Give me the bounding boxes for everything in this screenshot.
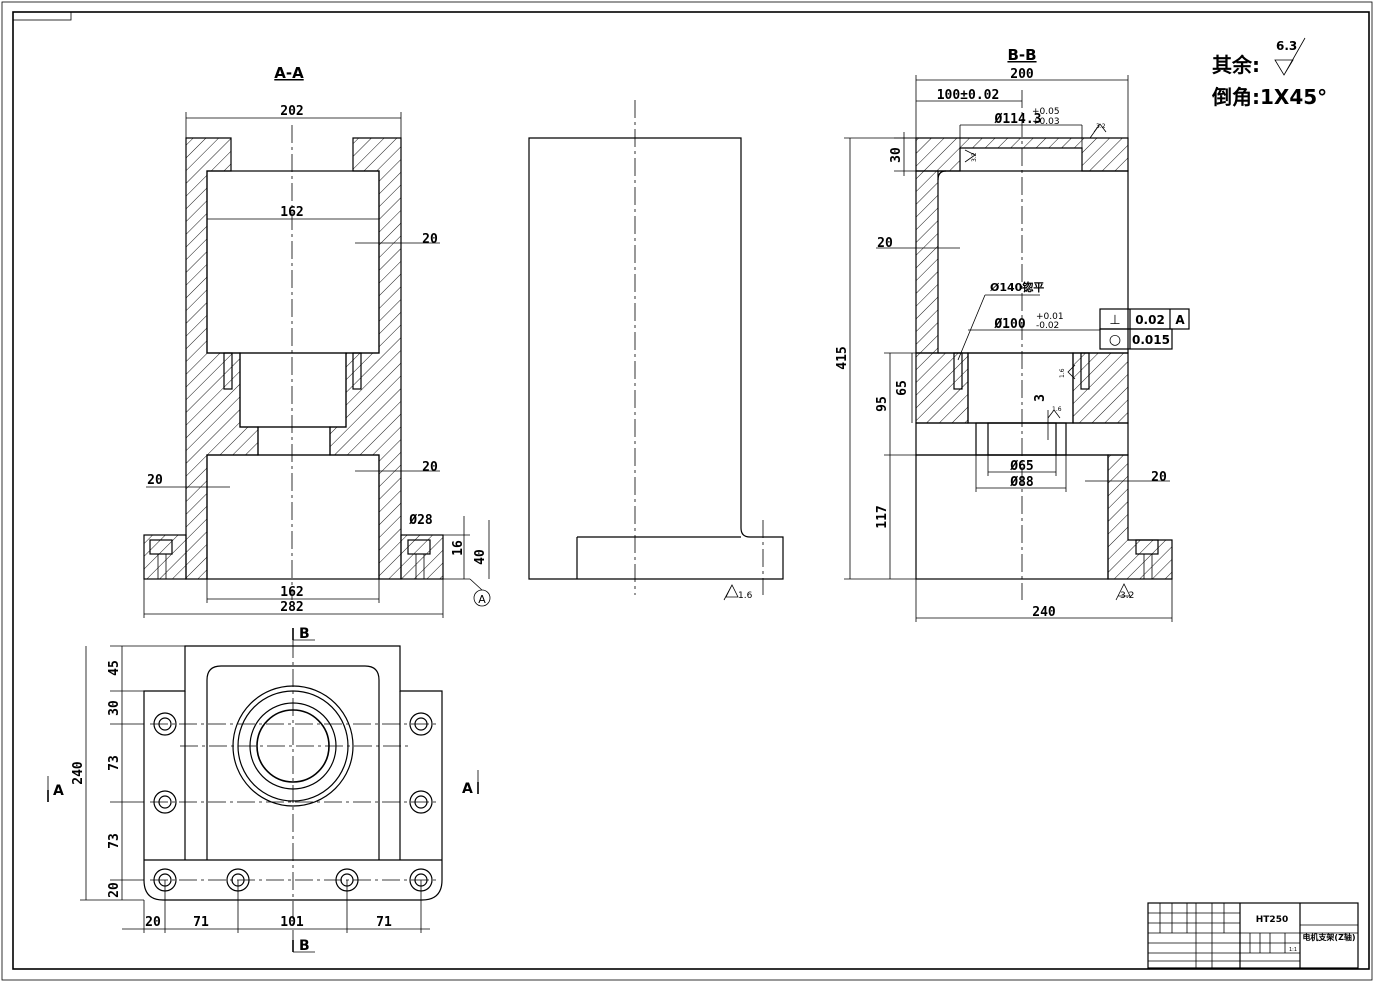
dim-117: 117 — [875, 505, 890, 528]
rest-label: 其余: — [1212, 53, 1260, 77]
gdt-value-1: 0.02 — [1135, 313, 1165, 327]
tol-114-lower: +0.03 — [1032, 117, 1060, 127]
dim-20-plan-h: 20 — [145, 915, 161, 930]
rough-bb-1: 3.2 — [1096, 123, 1106, 130]
section-bb-title: B-B — [1007, 46, 1036, 64]
mark-b-top: B — [299, 626, 310, 642]
dim-282: 282 — [280, 600, 303, 615]
rough-bb-4: 1.6 — [1052, 406, 1062, 413]
dim-162-top: 162 — [280, 205, 303, 220]
dim-71-a: 71 — [193, 915, 209, 930]
dim-240-plan: 240 — [71, 761, 86, 785]
dim-16: 16 — [451, 540, 466, 556]
dim-73-a: 73 — [107, 755, 122, 771]
rough-bb-5: 3.2 — [1120, 591, 1134, 601]
mark-a-right: A — [462, 781, 473, 797]
dim-240-bb: 240 — [1032, 605, 1056, 620]
title-block: HT250 电机支架(Z轴) 1:1 — [1147, 902, 1359, 969]
dim-100: 100±0.02 — [937, 88, 1000, 103]
dim-200: 200 — [1010, 67, 1034, 82]
dim-202: 202 — [280, 104, 303, 119]
dim-73-b: 73 — [107, 833, 122, 849]
dim-30-bb: 30 — [889, 147, 904, 163]
dim-415: 415 — [835, 346, 850, 369]
dim-20-left: 20 — [147, 473, 163, 488]
tol-100-upper: +0.01 — [1036, 312, 1064, 322]
notes: 其余: 6.3 倒角:1X45° — [1211, 37, 1327, 109]
dim-30-plan: 30 — [107, 700, 122, 716]
side-view: 1.6 — [528, 100, 784, 601]
tol-100-lower: -0.02 — [1036, 321, 1059, 331]
rough-bb-3: 1.6 — [1059, 368, 1066, 378]
material: HT250 — [1256, 915, 1288, 925]
section-b-b: B-B 200 100±0.02 Ø114.3 +0.05 — [835, 46, 1190, 622]
note-140: Ø140锪平 — [990, 280, 1044, 294]
dim-3: 3 — [1033, 394, 1048, 402]
mark-b-bottom: B — [299, 938, 310, 954]
mark-a-left: A — [53, 783, 64, 799]
rest-roughness: 6.3 — [1276, 39, 1297, 53]
section-a-a: A-A 202 162 20 20 20 Ø28 — [143, 64, 491, 618]
side-roughness: 1.6 — [738, 591, 753, 601]
dim-20-plan-v: 20 — [107, 882, 122, 898]
dim-20-bb-left: 20 — [877, 236, 893, 251]
plan-view: B B A A 45 30 73 73 20 240 20 71 101 7 — [47, 626, 479, 954]
dim-d28: Ø28 — [408, 513, 433, 528]
part-name: 电机支架(Z轴) — [1302, 932, 1355, 942]
tol-114-upper: +0.05 — [1032, 107, 1060, 117]
dim-d88: Ø88 — [1009, 475, 1034, 490]
dim-d65: Ø65 — [1009, 459, 1033, 474]
dim-20-bb-right: 20 — [1151, 470, 1167, 485]
dim-65: 65 — [895, 380, 910, 396]
chamfer-note: 倒角:1X45° — [1211, 85, 1327, 109]
section-aa-title: A-A — [274, 64, 304, 82]
dim-101: 101 — [280, 915, 304, 930]
dim-20-right-top: 20 — [422, 232, 438, 247]
datum-a: A — [478, 593, 486, 606]
corner-tab — [12, 11, 72, 21]
dim-d114: Ø114.3 — [994, 112, 1042, 127]
rough-bb-2: 3.2 — [971, 152, 978, 162]
gdt-datum-1: A — [1175, 313, 1185, 327]
scale: 1:1 — [1289, 947, 1297, 953]
dim-71-b: 71 — [376, 915, 392, 930]
dim-d100: Ø100 — [993, 317, 1025, 332]
gdt-symbol-2: ○ — [1109, 332, 1121, 348]
gdt-symbol-1: ⊥ — [1109, 313, 1120, 328]
dim-162-bottom: 162 — [280, 585, 303, 600]
dim-45: 45 — [107, 660, 122, 676]
dim-95: 95 — [875, 396, 890, 412]
gdt-value-2: 0.015 — [1132, 333, 1170, 347]
inner-border — [12, 11, 1370, 970]
dim-20-right-bottom: 20 — [422, 460, 438, 475]
dim-40: 40 — [473, 549, 488, 565]
